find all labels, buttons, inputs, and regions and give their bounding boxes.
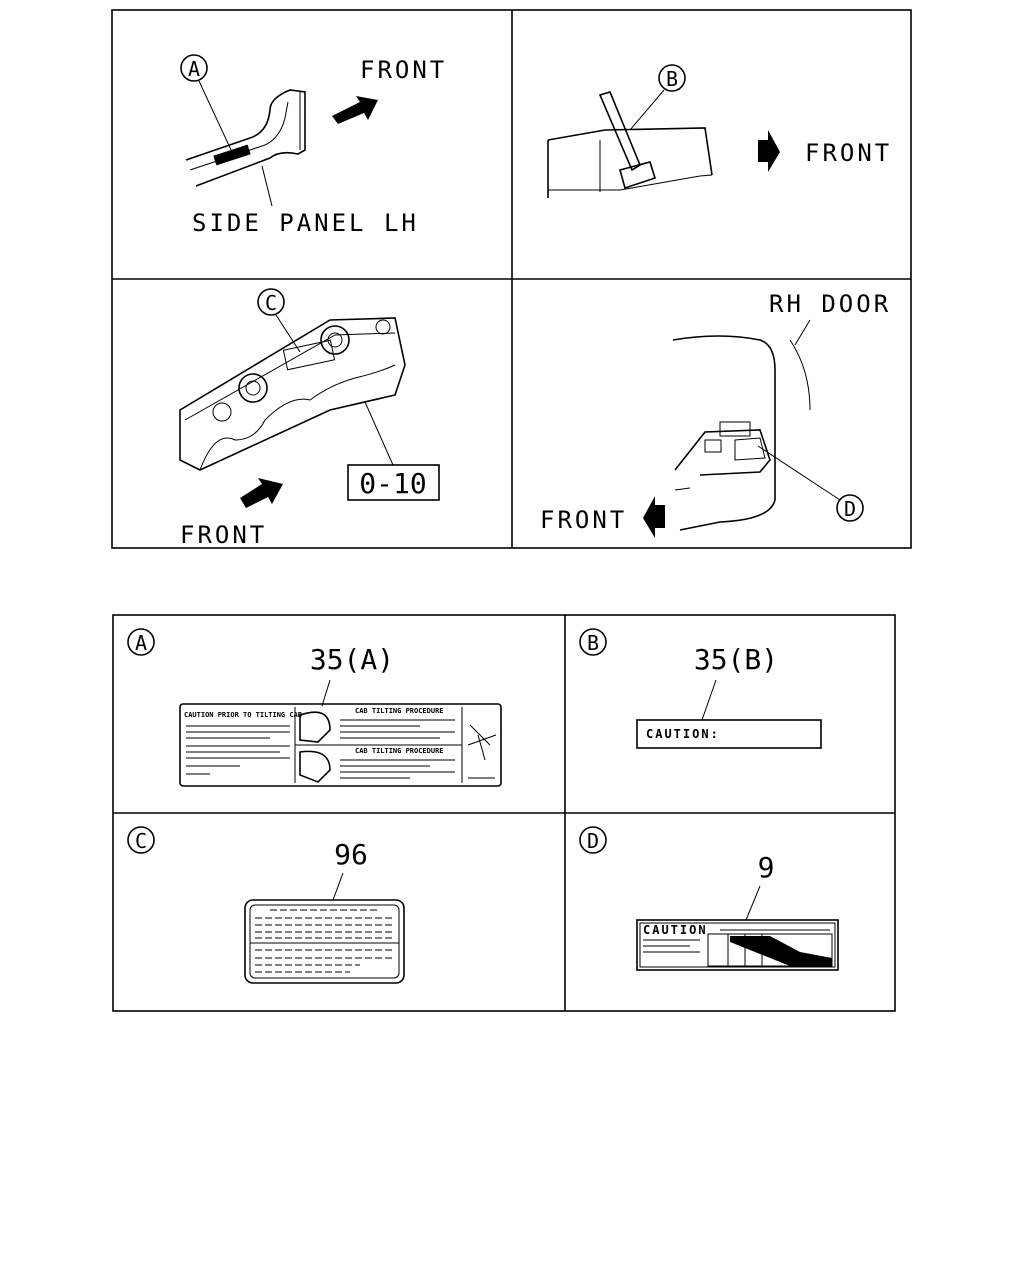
callout-c: C xyxy=(265,291,277,315)
label-cell-a: A 35(A) CAUTION PRIOR TO TILTING CAB CAB… xyxy=(127,628,502,787)
rh-door-label: RH DOOR xyxy=(769,290,891,318)
front-label-c: FRONT xyxy=(180,521,267,549)
part-number-b: 35(B) xyxy=(694,643,778,676)
part-number-a: 35(A) xyxy=(310,643,394,676)
label-a-position xyxy=(213,144,251,166)
part-number-d: 9 xyxy=(758,851,775,884)
label-cell-c: C 96 xyxy=(127,826,405,984)
front-label-a: FRONT xyxy=(360,56,447,84)
location-panel-c: C 0-10 FRONT xyxy=(179,288,440,549)
location-grid xyxy=(111,9,912,549)
location-panel-b: B FRONT xyxy=(547,64,892,198)
label-d-text: CAUTION xyxy=(643,923,708,937)
location-panel-d: RH DOOR D FRONT xyxy=(540,290,891,538)
label-b-text: CAUTION: xyxy=(646,727,720,741)
label-a-heading-left: CAUTION PRIOR TO TILTING CAB xyxy=(184,711,302,719)
callout-a: A xyxy=(188,57,200,81)
label-callout-a: A xyxy=(135,631,147,655)
label-cell-d: D 9 CAUTION xyxy=(579,826,839,971)
label-grid xyxy=(112,614,896,1012)
callout-b: B xyxy=(666,67,678,91)
part-number-c: 96 xyxy=(334,838,368,871)
label-callout-c: C xyxy=(135,829,147,853)
callout-d: D xyxy=(844,497,856,521)
reference-box xyxy=(347,464,440,501)
reference-box-text: 0-10 xyxy=(359,467,426,500)
location-panel-a: A FRONT SIDE PANEL LH xyxy=(180,54,447,237)
side-panel-label: SIDE PANEL LH xyxy=(192,209,419,237)
label-cell-b: B 35(B) CAUTION: xyxy=(579,628,822,749)
label-a-heading-right-bottom: CAB TILTING PROCEDURE xyxy=(355,747,444,755)
front-label-b: FRONT xyxy=(805,139,892,167)
front-arrow-c xyxy=(240,478,283,508)
label-callout-b: B xyxy=(587,631,599,655)
front-label-d: FRONT xyxy=(540,506,627,534)
label-a-heading-right-top: CAB TILTING PROCEDURE xyxy=(355,707,444,715)
front-arrow-d xyxy=(643,496,665,538)
label-callout-d: D xyxy=(587,829,599,853)
front-arrow-a xyxy=(332,96,378,124)
front-arrow-b xyxy=(758,130,780,172)
